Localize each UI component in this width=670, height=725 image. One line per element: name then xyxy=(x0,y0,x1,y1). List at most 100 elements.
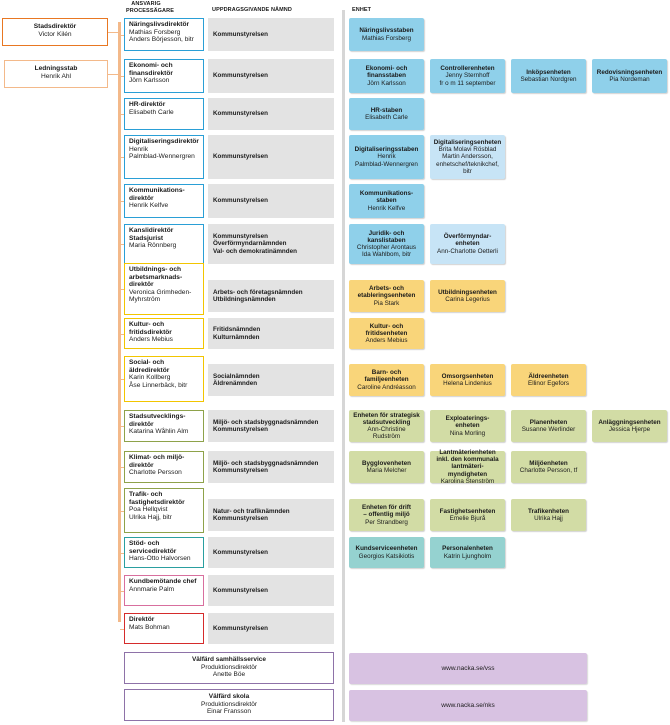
owner-title: Näringslivsdirektör xyxy=(129,21,190,28)
unit-title: Kundserviceenheten xyxy=(355,545,418,553)
board-text: Kommunstyrelsen xyxy=(213,153,268,161)
ledningsstab-name: Henrik Ahl xyxy=(40,72,72,80)
board-box: Kommunstyrelsen xyxy=(208,537,334,568)
board-text: Fritidsnämnden Kulturnämnden xyxy=(213,326,261,341)
production-vss-link[interactable]: www.nacka.se/vss xyxy=(349,653,587,684)
unit-title: Redovisningsenheten xyxy=(596,68,663,76)
owner-connector xyxy=(120,157,124,158)
board-text: Arbets- och företagsnämnden Utbildningsn… xyxy=(213,288,303,303)
unit-manager: Emelie Bjurå xyxy=(449,515,486,522)
unit-title: Personalenheten xyxy=(442,545,493,553)
owner-box: Utbildnings- och arbetsmarknads- direktö… xyxy=(124,263,204,315)
owner-name: Jörn Karlsson xyxy=(129,77,170,85)
owner-title: HR-direktör xyxy=(129,101,166,108)
board-box: Kommunstyrelsen xyxy=(208,18,334,51)
board-text: Kommunstyrelsen xyxy=(213,548,268,556)
connector-stadsdirektor xyxy=(108,32,120,33)
unit-manager: Helena Lindenius xyxy=(443,380,492,387)
unit-manager: Henrik Kelfve xyxy=(367,204,406,212)
owner-connector xyxy=(120,628,124,630)
owner-name: Anders Mebius xyxy=(129,336,173,344)
unit-title: Äldreenheten xyxy=(528,372,569,380)
unit-manager: Pia Stark xyxy=(373,299,400,307)
board-box: Miljö- och stadsbyggnadsnämnden Kommunst… xyxy=(208,451,334,483)
owner-title: Stadsutvecklings- direktör xyxy=(129,413,186,428)
unit-manager: Jessica Hjerpe xyxy=(608,426,651,433)
owner-name: Veronica Grimheden- Myhrström xyxy=(129,288,192,304)
board-text: Kommunstyrelsen xyxy=(213,30,268,38)
unit-title: Miljöenheten xyxy=(529,459,568,467)
owner-title: Kanslidirektör Stadsjurist xyxy=(129,227,174,242)
board-box: Natur- och trafiknämnden Kommunstyrelsen xyxy=(208,499,334,531)
unit-manager: Karolina Stenström xyxy=(440,477,495,485)
unit-manager: Brita Molavi Rösblad Martin Andersson, e… xyxy=(436,146,499,175)
owner-name: Katarina Wåhlin Alm xyxy=(129,428,189,436)
owner-title: Stöd- och servicedirektör xyxy=(129,540,177,555)
owner-title: Digitaliseringsdirektör xyxy=(129,138,199,145)
ledningsstab-title: Ledningsstab xyxy=(34,65,78,72)
owner-connector xyxy=(120,333,124,335)
unit-title: Planenheten xyxy=(529,418,568,426)
owner-name: Mats Bohman xyxy=(129,623,170,631)
connector-ledningsstab xyxy=(108,74,120,75)
owner-title: Social- och äldredirektör xyxy=(129,359,170,374)
owner-name: Henrik Kelfve xyxy=(129,202,169,210)
unit-title: Fastighetsenheten xyxy=(439,507,496,515)
unit-box: Lantmäterienheten inkl. den kommunala la… xyxy=(430,449,505,485)
unit-title: Enheten för drift – offentlig miljö xyxy=(362,504,411,519)
board-text: Kommunstyrelsen xyxy=(213,586,268,594)
unit-manager: Pia Nordeman xyxy=(609,76,650,83)
owner-name: Elisabeth Carle xyxy=(129,108,174,116)
unit-title: Ekonomi- och finansstaben xyxy=(365,65,408,80)
unit-manager: Henrik Palmblad-Wennergren xyxy=(355,153,418,168)
owner-name: Hans-Otto Halvorsen xyxy=(129,555,191,563)
production-nks-link[interactable]: www.nacka.se/nks xyxy=(349,690,587,721)
ledningsstab-box: Ledningsstab Henrik Ahl xyxy=(4,60,108,88)
unit-title: Enheten för strategisk stadsutveckling xyxy=(353,411,420,426)
unit-title: Lantmäterienheten inkl. den kommunala la… xyxy=(436,449,499,478)
owner-name: Charlotte Persson xyxy=(129,469,182,477)
owner-name: Poa Hellqvist Ulrika Hajj, bitr xyxy=(129,506,172,521)
owner-title: Klimat- och miljö- direktör xyxy=(129,454,185,469)
stadsdirektor-box: Stadsdirektör Victor Kilén xyxy=(2,18,108,46)
board-text: Miljö- och stadsbyggnadsnämnden Kommunst… xyxy=(213,418,319,433)
column-separator xyxy=(342,10,345,722)
owner-title: Trafik- och fastighetsdirektör xyxy=(129,491,185,506)
unit-manager: Georgios Katsikiotis xyxy=(358,552,415,560)
stadsdirektor-title: Stadsdirektör xyxy=(33,23,77,30)
unit-title: Omsorgsenheten xyxy=(441,372,494,380)
owner-connector xyxy=(120,552,124,554)
owner-name: Karin Kollberg Åse Linnerbäck, bitr xyxy=(129,374,188,389)
owner-name: Henrik Palmblad-Wennergren xyxy=(129,145,195,161)
unit-manager: Sebastian Nordgren xyxy=(520,76,577,83)
board-text: Socialnämnden Äldrenämnden xyxy=(213,372,260,387)
unit-title: Digitaliseringsenheten xyxy=(433,138,502,146)
owner-connector xyxy=(120,34,124,36)
unit-manager: Maria Melcher xyxy=(366,467,407,474)
unit-manager: Ann-Christine Rudström xyxy=(367,426,406,441)
